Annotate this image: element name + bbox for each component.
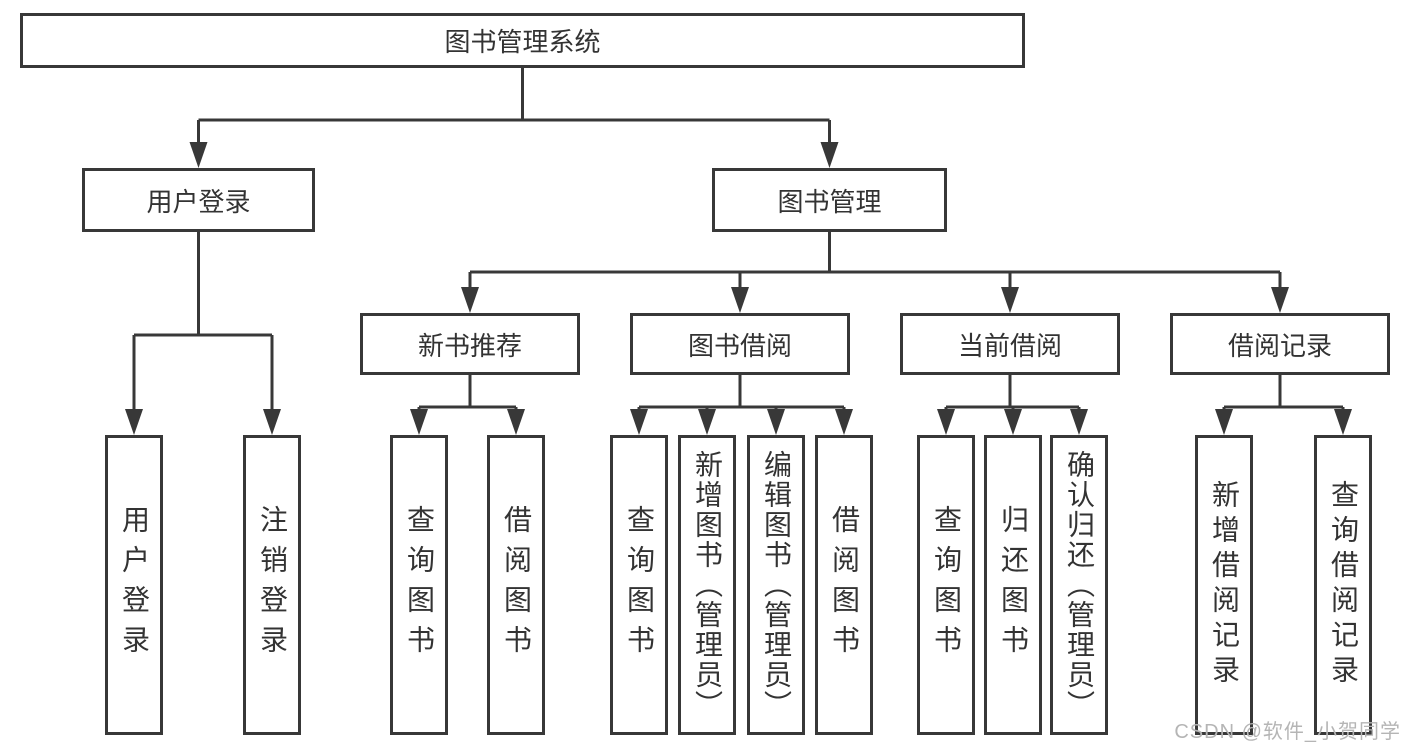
arrowhead bbox=[835, 409, 853, 435]
node-label: 用户登录 bbox=[146, 186, 251, 217]
arrowhead bbox=[731, 287, 749, 313]
arrowhead bbox=[461, 287, 479, 313]
node-label: 编辑图书（管理员） bbox=[761, 450, 792, 720]
node-label: 确认归还（管理员） bbox=[1064, 450, 1095, 720]
node-label: 查询图书 bbox=[404, 505, 435, 665]
node-label: 图书管理系统 bbox=[444, 27, 601, 57]
arrowhead bbox=[125, 409, 143, 435]
node-book-borrowing: 图书借阅 bbox=[630, 313, 850, 375]
node-book-management-module: 图书管理 bbox=[712, 168, 947, 232]
leaf-logout: 注销登录 bbox=[243, 435, 301, 735]
leaf-query-books-current: 查询图书 bbox=[917, 435, 975, 735]
arrowhead bbox=[1004, 409, 1022, 435]
node-label: 新增图书（管理员） bbox=[692, 450, 723, 720]
node-label: 查询图书 bbox=[931, 505, 962, 665]
arrowhead bbox=[630, 409, 648, 435]
leaf-add-borrow-record: 新增借阅记录 bbox=[1195, 435, 1253, 735]
arrowhead bbox=[698, 409, 716, 435]
node-label: 查询借阅记录 bbox=[1328, 480, 1359, 690]
node-label: 借阅记录 bbox=[1227, 330, 1332, 361]
arrowhead bbox=[1271, 287, 1289, 313]
node-new-book-recommend: 新书推荐 bbox=[360, 313, 580, 375]
node-label: 新书推荐 bbox=[417, 330, 522, 361]
node-label: 借阅图书 bbox=[501, 505, 532, 665]
leaf-return-book: 归还图书 bbox=[984, 435, 1042, 735]
arrowhead bbox=[410, 409, 428, 435]
node-label: 归还图书 bbox=[998, 505, 1029, 665]
node-label: 用户登录 bbox=[119, 505, 150, 665]
node-label: 新增借阅记录 bbox=[1209, 480, 1240, 690]
leaf-query-books-borrow: 查询图书 bbox=[610, 435, 668, 735]
leaf-borrow-books-recommend: 借阅图书 bbox=[487, 435, 545, 735]
leaf-query-books-recommend: 查询图书 bbox=[390, 435, 448, 735]
leaf-query-borrow-record: 查询借阅记录 bbox=[1314, 435, 1372, 735]
arrowhead bbox=[507, 409, 525, 435]
leaf-edit-book-admin: 编辑图书（管理员） bbox=[747, 435, 805, 735]
arrowhead bbox=[1001, 287, 1019, 313]
arrowhead bbox=[1334, 409, 1352, 435]
leaf-add-book-admin: 新增图书（管理员） bbox=[678, 435, 736, 735]
node-borrow-records: 借阅记录 bbox=[1170, 313, 1390, 375]
node-label: 查询图书 bbox=[624, 505, 655, 665]
arrowhead bbox=[1215, 409, 1233, 435]
leaf-borrow-book: 借阅图书 bbox=[815, 435, 873, 735]
node-label: 注销登录 bbox=[257, 505, 288, 665]
arrowheads bbox=[125, 142, 1352, 435]
node-user-login-module: 用户登录 bbox=[82, 168, 315, 232]
node-root-system: 图书管理系统 bbox=[20, 13, 1025, 68]
node-label: 图书借阅 bbox=[687, 330, 792, 361]
leaf-confirm-return-admin: 确认归还（管理员） bbox=[1050, 435, 1108, 735]
node-label: 当前借阅 bbox=[957, 330, 1062, 361]
leaf-user-login: 用户登录 bbox=[105, 435, 163, 735]
node-label: 借阅图书 bbox=[829, 505, 860, 665]
arrowhead bbox=[820, 142, 839, 168]
arrowhead bbox=[189, 142, 208, 168]
node-current-borrowing: 当前借阅 bbox=[900, 313, 1120, 375]
arrowhead bbox=[1070, 409, 1088, 435]
arrowhead bbox=[767, 409, 785, 435]
arrowhead bbox=[937, 409, 955, 435]
csdn-watermark: CSDN @软件_小贺同学 bbox=[1174, 721, 1401, 743]
arrowhead bbox=[263, 409, 281, 435]
node-label: 图书管理 bbox=[777, 186, 882, 217]
